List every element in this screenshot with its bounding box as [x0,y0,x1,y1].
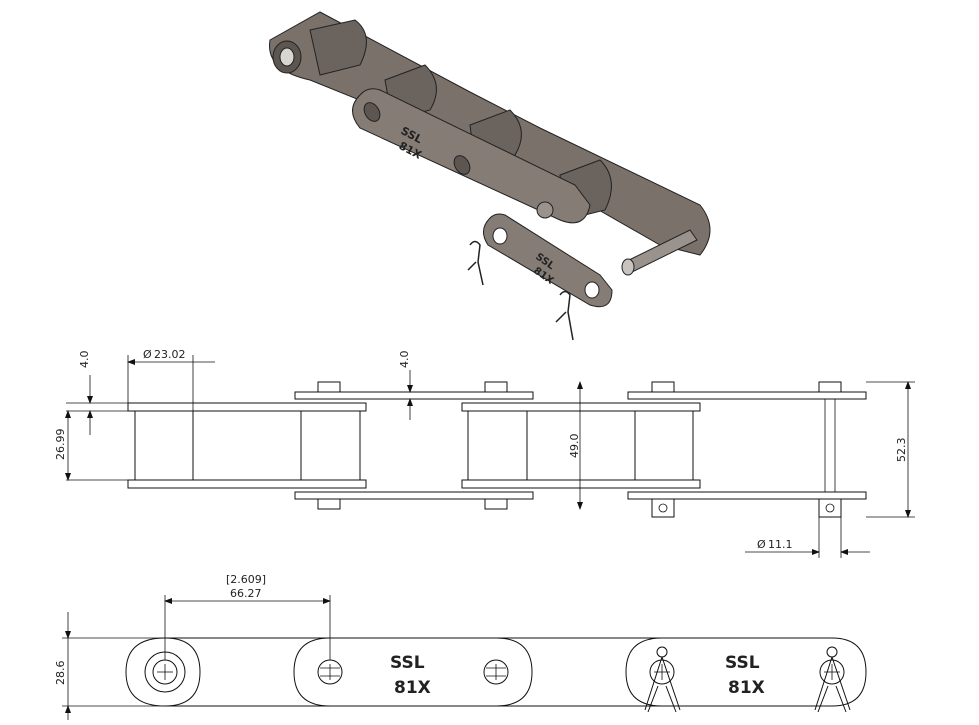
plan-pins [317,381,842,518]
side-stamp-2-line1: SSL [725,653,760,673]
pin-dia-symbol: Ø [757,538,766,551]
dim-overall-width: 52.3 [866,381,915,518]
side-hole-3 [483,659,509,685]
overall-width-value: 52.3 [895,438,908,463]
dim-pitch: [2.609] 66.27 [164,573,331,660]
plan-inner-link-left [127,402,367,489]
isometric-view: SSL 81X SSL 81X [269,11,711,341]
plan-view: Ø 23.02 4.0 26.99 4.0 49.0 [54,348,915,558]
pitch-mm-value: 66.27 [230,587,262,600]
dim-plate-height: 28.6 [54,612,165,720]
side-stamp-1-line2: 81X [394,678,431,698]
side-stamp-1-line1: SSL [390,653,425,673]
dim-bush-diameter: Ø 23.02 [127,348,215,411]
inner-height-value: 26.99 [54,429,67,461]
cotter-pins-iso [467,240,574,341]
bush-dia-symbol: Ø [143,348,152,361]
bush-dia-value: 23.02 [154,348,186,361]
dim-inner-height: 26.99 [54,410,128,481]
plan-outer-plates [294,391,867,500]
side-stamp-2-line2: 81X [728,678,765,698]
plate-thk-left-value: 4.0 [78,351,91,369]
side-pin-cotter-2 [814,646,851,713]
outer-height-value: 49.0 [568,434,581,459]
dim-pin-diameter: Ø 11.1 [745,517,870,558]
pin-dia-value: 11.1 [768,538,793,551]
plate-thk-mid-value: 4.0 [398,351,411,369]
dim-plate-thk-mid: 4.0 [398,351,413,420]
plate-height-value: 28.6 [54,661,67,686]
loose-plate-iso: SSL 81X [483,213,613,308]
pitch-in-value: [2.609] [226,573,266,586]
side-view: SSL 81X SSL 81X [2.609] 66.27 28.6 [54,573,867,720]
pin-iso [536,201,698,276]
rollers [309,19,612,221]
dim-plate-thk-left: 4.0 [66,351,128,435]
side-hole-2 [317,659,343,685]
side-pin-cotter-1 [644,646,681,713]
dim-outer-height: 49.0 [568,381,583,510]
